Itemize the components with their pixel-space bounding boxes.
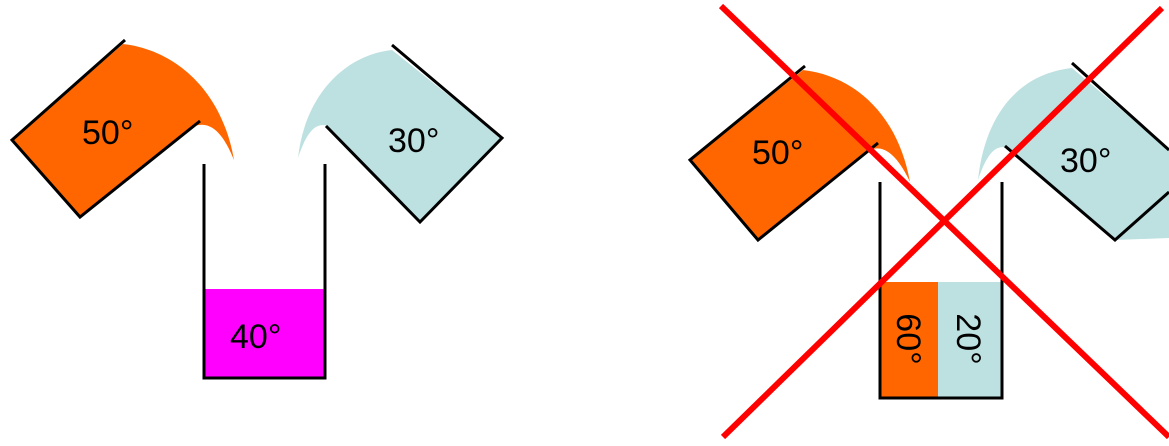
right-beaker: 60° 20° xyxy=(878,182,1004,400)
right-cold-container-body xyxy=(1005,68,1169,240)
right-beaker-cold-label: 20° xyxy=(949,313,987,364)
left-beaker-outline xyxy=(202,164,327,380)
right-panel: 50° 30° 60° 20° xyxy=(687,3,1169,440)
left-cold-container-body xyxy=(326,50,502,222)
right-cold-label: 30° xyxy=(1060,142,1111,180)
right-cold-container-outline-bottom xyxy=(1004,144,1169,242)
right-beaker-hot-label: 60° xyxy=(889,313,927,364)
cross-out-line-2 xyxy=(720,5,1165,440)
left-hot-container-outline xyxy=(9,38,201,220)
right-hot-container-outline xyxy=(687,64,879,243)
left-hot-container: 50° xyxy=(9,38,234,220)
right-beaker-liquid-cold xyxy=(938,282,1001,397)
left-panel: 50° 30° 40° xyxy=(9,38,505,380)
left-beaker: 40° xyxy=(202,164,327,380)
left-cold-label: 30° xyxy=(388,122,439,160)
left-hot-container-body xyxy=(12,44,200,217)
left-cold-container-outline xyxy=(324,43,505,225)
right-beaker-liquid-hot xyxy=(881,282,938,397)
right-beaker-outline xyxy=(878,182,1004,400)
left-beaker-label: 40° xyxy=(230,318,281,356)
left-beaker-liquid-mixed xyxy=(205,289,324,377)
right-hot-label: 50° xyxy=(752,134,803,172)
right-cold-container: 30° xyxy=(978,61,1169,242)
left-hot-label: 50° xyxy=(82,114,133,152)
left-cold-pour-stream xyxy=(298,50,392,158)
left-cold-container: 30° xyxy=(298,43,505,225)
cross-out-mark xyxy=(718,3,1169,440)
